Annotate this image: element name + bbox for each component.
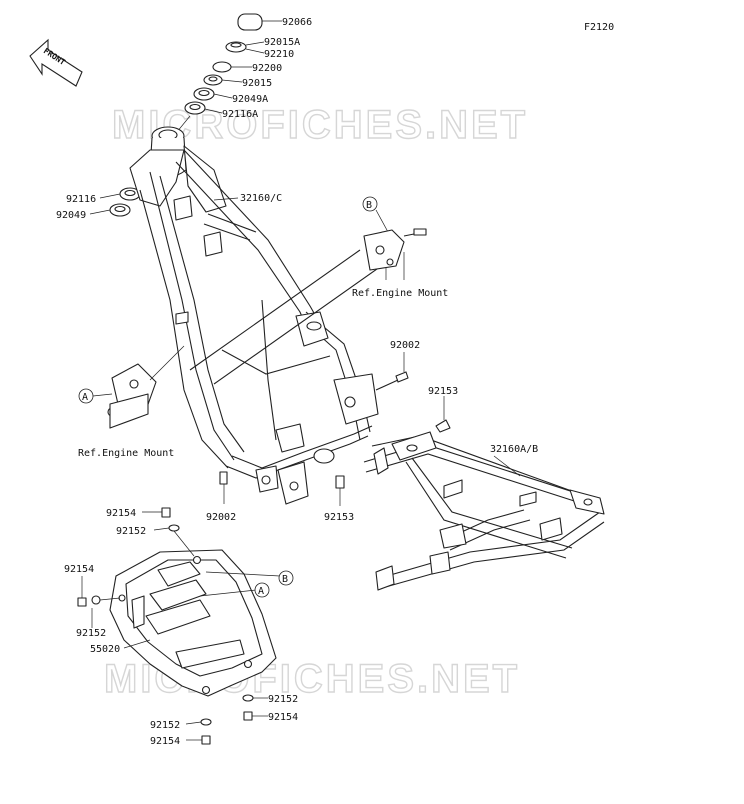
washer-92200 bbox=[212, 61, 232, 73]
bolt-92002-upper bbox=[375, 352, 409, 391]
callout-92152-right: 92152 bbox=[268, 694, 298, 705]
rear-subframe-32160AB bbox=[363, 431, 605, 591]
ref-letter-b: B bbox=[366, 200, 372, 211]
callout-92154-right: 92154 bbox=[268, 712, 298, 723]
bolt-92153-upper bbox=[435, 396, 451, 433]
cap-92066 bbox=[237, 13, 263, 31]
callout-92154-top: 92154 bbox=[106, 508, 136, 519]
callout-92015: 92015 bbox=[242, 78, 272, 89]
callout-92154-left: 92154 bbox=[64, 564, 94, 575]
callout-92200: 92200 bbox=[252, 63, 282, 74]
callout-92066: 92066 bbox=[282, 17, 312, 28]
ref-engine-mount-a: Ref.Engine Mount bbox=[78, 448, 174, 459]
skid-plate-references: B A bbox=[199, 570, 294, 598]
front-arrow-icon: FRONT bbox=[29, 38, 83, 87]
callout-92116: 92116 bbox=[66, 194, 96, 205]
callout-92049: 92049 bbox=[56, 210, 86, 221]
bolt-92153-lower bbox=[335, 475, 345, 506]
ref-letter-b-skid: B bbox=[282, 574, 288, 585]
ref-letter-a: A bbox=[82, 392, 88, 403]
callout-92002-upper: 92002 bbox=[390, 340, 420, 351]
ref-engine-mount-b: Ref.Engine Mount bbox=[352, 288, 448, 299]
lower-bearing-parts bbox=[89, 187, 141, 217]
callout-92153-upper: 92153 bbox=[428, 386, 458, 397]
engine-mount-guide-lines bbox=[189, 249, 385, 385]
callout-92152-bottom: 92152 bbox=[150, 720, 180, 731]
skid-plate-55020 bbox=[109, 549, 277, 697]
ref-letter-a-skid: A bbox=[258, 586, 264, 597]
callout-92210: 92210 bbox=[264, 49, 294, 60]
engine-mount-a-reference: A bbox=[78, 345, 185, 429]
callout-92015A: 92015A bbox=[264, 37, 300, 48]
callout-32160AB: 32160A/B bbox=[490, 444, 538, 455]
callout-92152-left: 92152 bbox=[76, 628, 106, 639]
bolt-92002-lower bbox=[219, 471, 228, 504]
callout-55020: 55020 bbox=[90, 644, 120, 655]
steering-stem-parts bbox=[171, 13, 282, 139]
callout-32160C: 32160/C bbox=[240, 193, 282, 204]
skid-plate-hardware bbox=[77, 507, 268, 745]
callout-92152-top: 92152 bbox=[116, 526, 146, 537]
figure-code: F2120 bbox=[584, 22, 614, 33]
callout-92116A: 92116A bbox=[222, 109, 258, 120]
callout-92002-lower: 92002 bbox=[206, 512, 236, 523]
callout-92154-bottom: 92154 bbox=[150, 736, 180, 747]
engine-mount-b-reference: B bbox=[362, 196, 427, 280]
main-frame-32160C bbox=[129, 126, 379, 505]
callout-92153-lower: 92153 bbox=[324, 512, 354, 523]
callout-92049A: 92049A bbox=[232, 94, 268, 105]
